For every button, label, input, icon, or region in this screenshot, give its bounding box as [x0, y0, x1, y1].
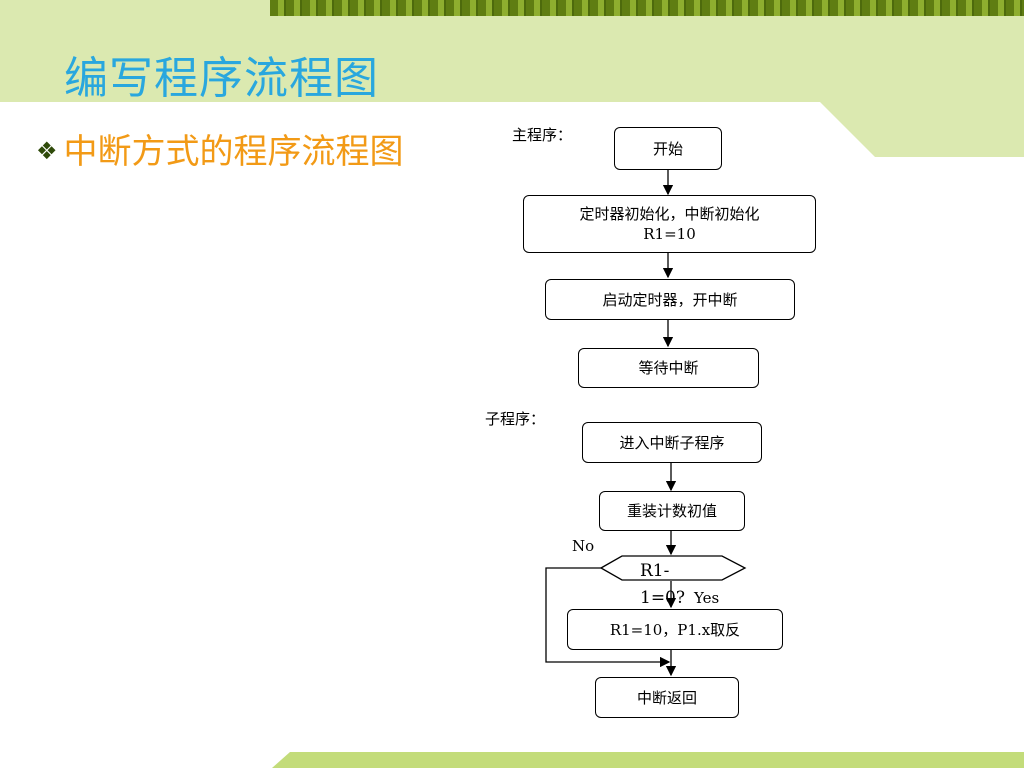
- node-init-text-2: R1=10: [643, 225, 696, 243]
- node-wait: 等待中断: [578, 348, 759, 388]
- node-return: 中断返回: [595, 677, 739, 718]
- slide-title: 编写程序流程图: [64, 53, 379, 104]
- node-toggle-text: R1=10，P1.x取反: [609, 620, 741, 639]
- node-start-text: 开始: [652, 139, 683, 158]
- node-init: 定时器初始化，中断初始化 R1=10: [523, 195, 816, 253]
- footer-band: [272, 752, 1024, 768]
- edge-label-no: No: [572, 537, 595, 555]
- decision-shape: [599, 555, 747, 581]
- decision-text-1: R1-: [640, 561, 670, 581]
- edge-decision-no: [545, 567, 671, 668]
- node-toggle: R1=10，P1.x取反: [567, 609, 783, 650]
- node-reload: 重装计数初值: [599, 491, 745, 531]
- header-band-step: [0, 102, 1024, 157]
- bullet-text: 中断方式的程序流程图: [63, 132, 404, 172]
- node-start-timer-text: 启动定时器，开中断: [602, 290, 738, 309]
- diamond-bullet-icon: ❖: [36, 137, 58, 165]
- edge-label-yes: Yes: [694, 589, 720, 607]
- decision-text-2: 1=0?: [640, 588, 685, 608]
- node-reload-text: 重装计数初值: [626, 502, 717, 520]
- node-enter-isr-text: 进入中断子程序: [619, 433, 725, 452]
- node-start: 开始: [614, 127, 722, 170]
- sub-program-label: 子程序：: [485, 410, 546, 428]
- bullet-item: ❖中断方式的程序流程图: [36, 124, 404, 173]
- header-band: [0, 0, 1024, 102]
- main-program-label: 主程序：: [512, 126, 573, 144]
- node-return-text: 中断返回: [636, 688, 697, 707]
- node-init-text-1: 定时器初始化，中断初始化: [579, 205, 760, 223]
- node-enter-isr: 进入中断子程序: [582, 422, 762, 463]
- node-wait-text: 等待中断: [638, 359, 699, 377]
- header-stripes: [270, 0, 1024, 16]
- node-start-timer: 启动定时器，开中断: [545, 279, 795, 320]
